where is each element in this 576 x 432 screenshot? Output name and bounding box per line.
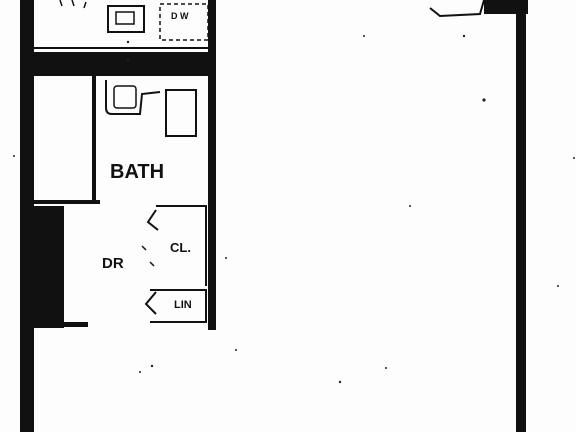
speckle bbox=[409, 205, 411, 207]
speckle bbox=[150, 364, 154, 368]
bath-bottom-wall bbox=[34, 200, 100, 204]
closet-outline bbox=[156, 205, 207, 286]
dishwasher-label: D W bbox=[171, 11, 189, 21]
kitchen-sink-basin bbox=[115, 11, 135, 25]
dressing-room-marks bbox=[141, 245, 155, 267]
closets bbox=[141, 205, 207, 323]
closet-label: CL. bbox=[170, 240, 191, 255]
speckle bbox=[573, 157, 575, 159]
dressing-room-bottom-wall bbox=[62, 322, 88, 327]
bath-tub bbox=[165, 89, 197, 137]
bath-fixtures bbox=[105, 80, 197, 137]
speckle bbox=[338, 380, 342, 384]
linen-closet-outline bbox=[150, 289, 207, 323]
speckle bbox=[557, 285, 559, 287]
top-right-fixture bbox=[429, 0, 485, 18]
interior-walls bbox=[34, 0, 216, 330]
linen-closet-door-swing bbox=[144, 291, 157, 315]
bath-label: BATH bbox=[110, 161, 164, 183]
speckle bbox=[126, 40, 130, 44]
linen-closet-label: LIN bbox=[174, 299, 192, 311]
bath-right-wall bbox=[208, 0, 216, 330]
speckle bbox=[363, 35, 365, 37]
bath-vanity-sink bbox=[105, 80, 161, 115]
bath-sink-basin bbox=[113, 85, 137, 109]
top-right-wall-stub bbox=[484, 0, 528, 14]
right-exterior-wall bbox=[516, 0, 526, 432]
scan-speckles bbox=[13, 34, 575, 384]
left-thick-wall-section bbox=[22, 206, 64, 328]
speckle bbox=[235, 349, 237, 351]
speckle bbox=[482, 98, 486, 102]
dressing-room-label: DR bbox=[102, 255, 124, 272]
speckle bbox=[126, 58, 130, 62]
kitchen-sink bbox=[107, 5, 145, 33]
speckle bbox=[139, 371, 141, 373]
bath-left-wall bbox=[92, 76, 96, 204]
speckle bbox=[13, 155, 15, 157]
outer-walls bbox=[20, 0, 528, 432]
speckle bbox=[385, 367, 387, 369]
speckle bbox=[225, 257, 227, 259]
kitchen-bath-partition bbox=[30, 52, 216, 76]
kitchen-marks bbox=[59, 0, 87, 9]
closet-door-swing bbox=[146, 209, 159, 231]
speckle bbox=[462, 34, 466, 38]
